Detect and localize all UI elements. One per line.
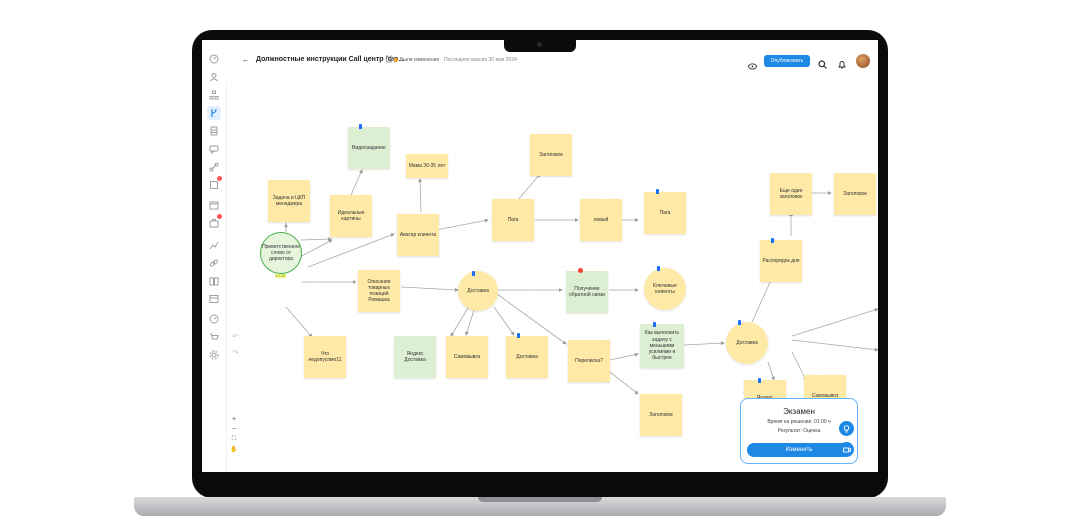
exam-result: Результат: Оценка — [777, 428, 821, 434]
root-node[interactable]: Приветственное слово от директора — [260, 232, 302, 274]
node-dostavka-1[interactable]: Доставка — [458, 271, 498, 311]
node-perepiska[interactable]: Переписка? — [568, 340, 610, 382]
chart-icon[interactable] — [207, 238, 221, 252]
node-eshe[interactable]: Еще один заголовок — [770, 173, 812, 215]
undo-icon[interactable]: ↶ — [232, 332, 239, 341]
node-zagolovok-2[interactable]: Заголовок — [640, 394, 682, 436]
briefcase-icon[interactable] — [207, 214, 222, 230]
bookmark-icon — [657, 266, 660, 271]
calendar-icon[interactable] — [207, 198, 221, 212]
fit-screen-button[interactable]: ⛶ — [231, 436, 237, 442]
bookmark-icon — [517, 333, 520, 338]
notification-dot — [217, 214, 222, 219]
bookmark-icon — [738, 320, 741, 325]
exam-card: Экзамен Время на решение: 01:00 ч Резуль… — [740, 398, 858, 464]
bookmark-icon — [359, 124, 362, 129]
app-screen: ← Должностные инструкции Call центр (фр.… — [202, 40, 878, 472]
status-dot — [394, 57, 398, 62]
chain-icon[interactable] — [207, 256, 221, 270]
bookmark-icon — [758, 378, 761, 383]
bookmark-icon — [472, 271, 475, 276]
node-raspisanie[interactable]: Распорядок дня — [760, 240, 802, 282]
node-idealnye[interactable]: Идеальные картины — [330, 195, 372, 237]
node-videozadanie[interactable]: Видеозадание — [348, 127, 390, 169]
node-opisanie[interactable]: Описание товарных позиций Ромашка — [358, 270, 400, 312]
camera-icon — [537, 42, 542, 47]
lightbulb-button[interactable] — [839, 421, 854, 436]
gear-icon[interactable] — [207, 348, 221, 362]
search-icon[interactable] — [818, 56, 827, 74]
node-klyuchevye[interactable]: Ключевые клиенты — [644, 268, 686, 310]
bookmark-icon — [656, 189, 659, 194]
exam-time: Время на решение: 01:00 ч — [767, 419, 831, 425]
node-mama[interactable]: Мама 30-35 лет — [406, 154, 448, 178]
status-text: Были изменения — [394, 57, 439, 63]
eye-icon[interactable] — [748, 57, 757, 75]
database-icon[interactable] — [207, 124, 221, 138]
node-zadacha[interactable]: Задача и ЦКП менеджера — [268, 180, 310, 222]
layout-icon[interactable] — [207, 292, 221, 306]
publish-button[interactable]: Опубликовать — [764, 55, 810, 67]
mindmap-canvas[interactable]: Приветственное слово от директора 1 / 10… — [226, 82, 878, 472]
node-novyi[interactable]: новый — [580, 199, 622, 241]
book-icon[interactable] — [207, 274, 221, 288]
root-badge: 1 / 10 — [275, 274, 286, 278]
node-zagolovok-1[interactable]: Заголовок — [530, 134, 572, 176]
info-icon[interactable] — [386, 56, 393, 63]
laptop-base-notch — [478, 497, 602, 502]
node-yandex-1[interactable]: Яндекс Доставка — [394, 336, 436, 378]
node-poluchenie[interactable]: Получение обратной связи — [566, 271, 608, 313]
camera-notch — [504, 38, 576, 52]
node-paga-1[interactable]: Пага — [492, 199, 534, 241]
alert-dot — [578, 268, 583, 273]
bookmark-icon — [771, 238, 774, 243]
sidebar — [202, 40, 227, 472]
bookmark-icon — [653, 322, 656, 327]
node-chto[interactable]: Что недопуспмо11 — [304, 336, 346, 378]
video-button[interactable] — [839, 442, 854, 457]
notification-dot — [217, 176, 222, 181]
connector-lines — [284, 169, 878, 395]
tasks-icon[interactable] — [207, 176, 222, 192]
node-dostavka-3[interactable]: Доставка — [726, 322, 768, 364]
zoom-out-button[interactable]: − — [231, 426, 237, 433]
redo-icon[interactable]: ↷ — [232, 348, 239, 357]
avatar[interactable] — [856, 54, 870, 68]
bell-icon[interactable] — [838, 56, 846, 74]
node-samovyvoz-1[interactable]: Самовывоз — [446, 336, 488, 378]
page-title: Должностные инструкции Call центр (фр... — [256, 56, 405, 63]
dashboard-icon[interactable] — [207, 52, 221, 66]
hand-tool-button[interactable]: ✋ — [230, 447, 238, 453]
node-dostavka-2[interactable]: Доставка — [506, 336, 548, 378]
back-arrow-icon[interactable]: ← — [242, 55, 250, 64]
node-avatar[interactable]: Аватар клиента — [397, 214, 439, 256]
zoom-in-button[interactable]: + — [231, 416, 237, 423]
link-icon[interactable] — [207, 160, 221, 174]
chat-icon[interactable] — [207, 142, 221, 156]
branch-icon[interactable] — [207, 106, 221, 120]
laptop-base — [134, 497, 946, 516]
exam-edit-button[interactable]: Изменить — [747, 443, 851, 457]
exam-title: Экзамен — [783, 407, 815, 416]
cart-icon[interactable] — [207, 330, 221, 344]
node-kak[interactable]: Как выполнить задачу с меньшими усилиями… — [640, 324, 684, 368]
speed-icon[interactable] — [207, 312, 221, 326]
user-icon[interactable] — [207, 70, 221, 84]
node-zagolovok-3[interactable]: Заголовок — [834, 173, 876, 215]
node-paga-2[interactable]: Пага — [644, 192, 686, 234]
org-structure-icon[interactable] — [207, 88, 221, 102]
version-text: Последняя версия 30 мая 2024 — [444, 57, 517, 63]
